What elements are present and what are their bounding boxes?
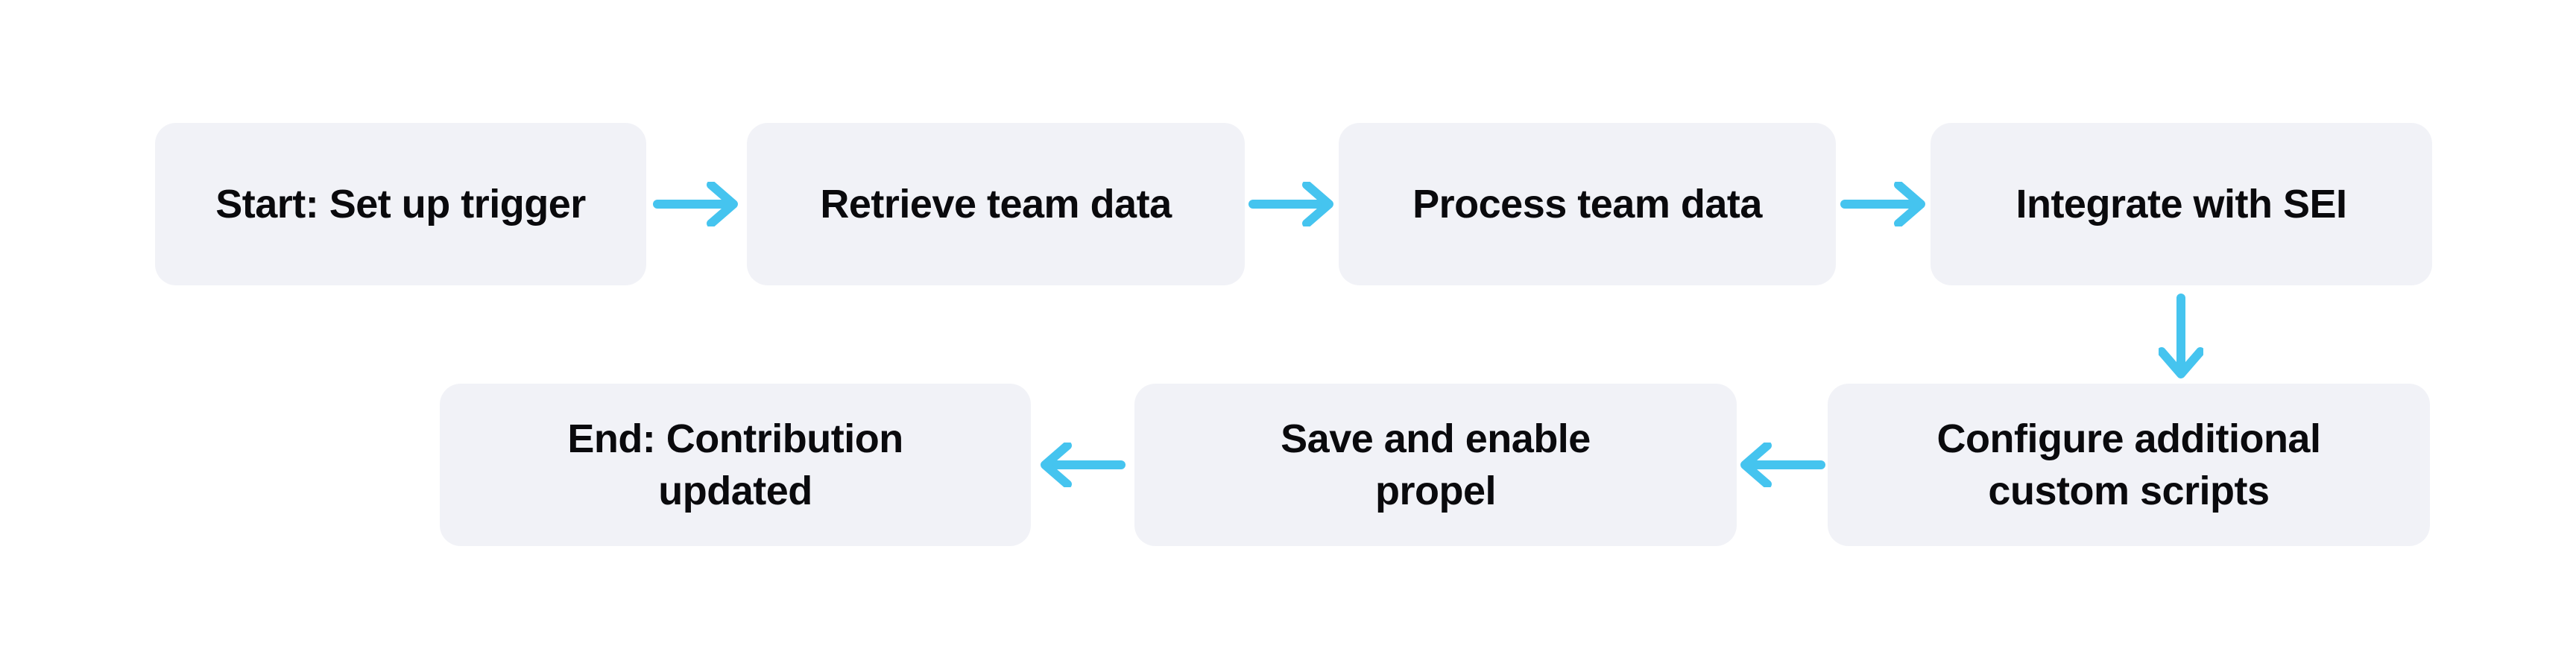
flow-node-end: End: Contribution updated [440,384,1031,546]
arrow-left-save-to-end-icon [1041,443,1126,487]
arrow-right-process-to-integrate-icon [1840,182,1925,226]
flow-node-save-and-enable-propel: Save and enable propel [1134,384,1737,546]
arrow-down-integrate-to-configure-icon [2159,294,2203,378]
flow-node-retrieve-team-data: Retrieve team data [747,123,1245,285]
flow-node-process-team-data: Process team data [1339,123,1836,285]
flow-node-integrate-with-sei: Integrate with SEI [1931,123,2432,285]
arrow-right-start-to-retrieve-icon [653,182,738,226]
arrow-left-configure-to-save-icon [1740,443,1825,487]
flow-node-integrate-with-sei-label: Integrate with SEI [2015,181,2347,226]
flow-node-start-label: Start: Set up trigger [215,181,586,226]
flow-node-save-and-enable-propel-label: Save and enable propel [1281,416,1591,513]
arrow-right-retrieve-to-process-icon [1248,182,1333,226]
flow-node-process-team-data-label: Process team data [1412,181,1762,226]
flow-node-configure-custom-scripts: Configure additional custom scripts [1828,384,2430,546]
flow-node-retrieve-team-data-label: Retrieve team data [820,181,1172,226]
flow-node-start: Start: Set up trigger [155,123,646,285]
flow-node-end-label: End: Contribution updated [567,416,903,513]
flow-node-configure-custom-scripts-label: Configure additional custom scripts [1936,416,2321,513]
